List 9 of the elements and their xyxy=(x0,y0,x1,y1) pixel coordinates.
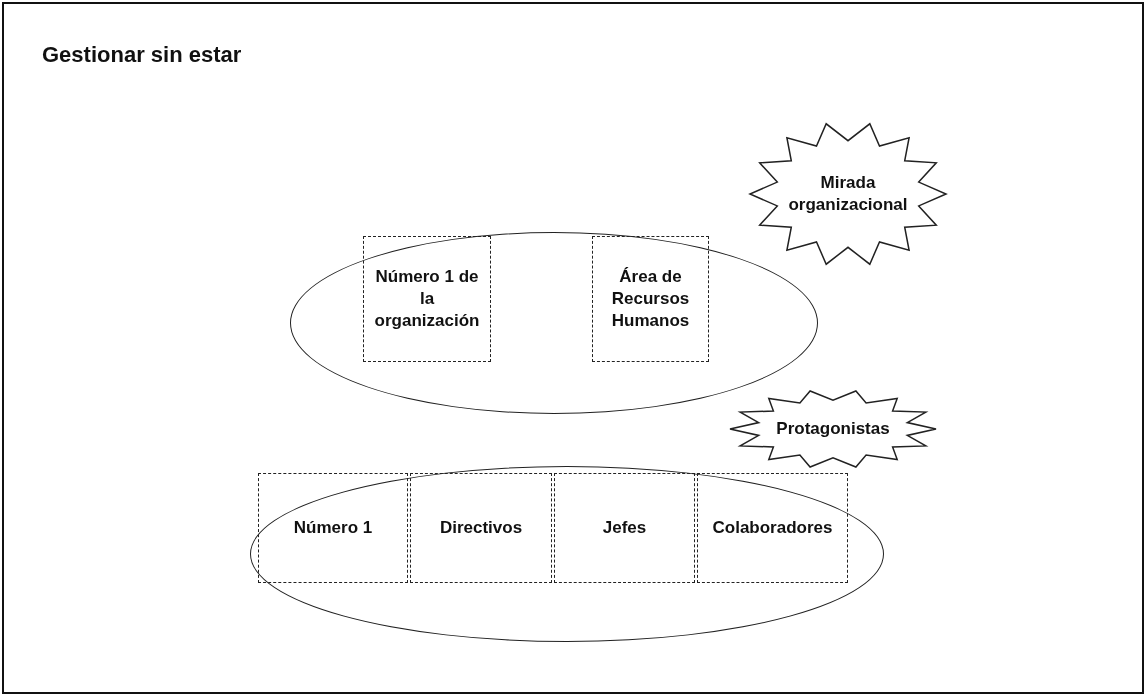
dashed-box: Colaboradores xyxy=(697,473,848,583)
callout-label: Protagonistas xyxy=(776,417,890,440)
dashed-box: Número 1 xyxy=(258,473,408,583)
dashed-box: Número 1 de la organización xyxy=(363,236,491,362)
dashed-box: Jefes xyxy=(554,473,695,583)
dashed-box: Directivos xyxy=(410,473,552,583)
callout-label: Mirada organizacional xyxy=(787,171,909,216)
dashed-box: Área de Recursos Humanos xyxy=(592,236,709,362)
diagram-title: Gestionar sin estar xyxy=(42,42,242,68)
